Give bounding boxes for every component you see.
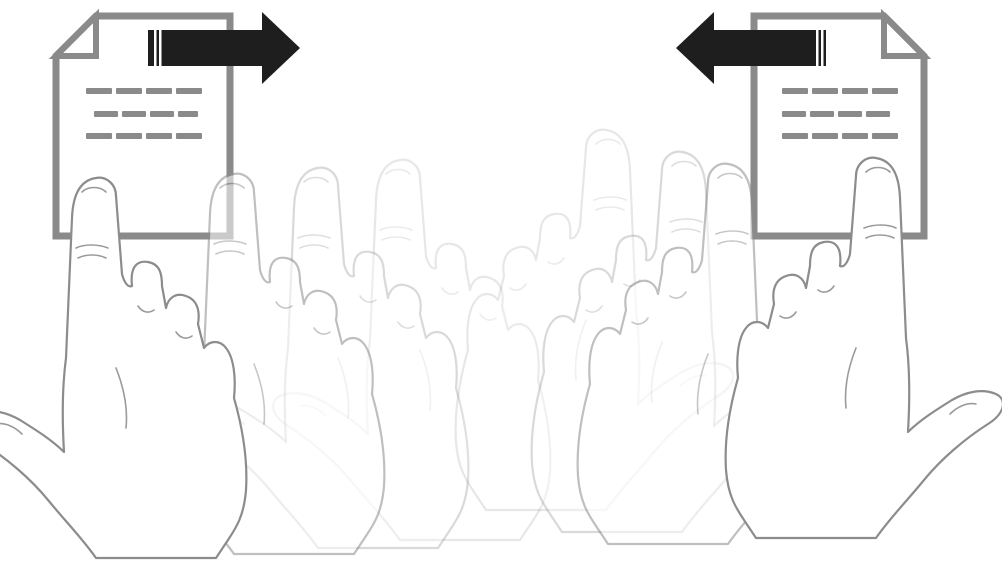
right-panel	[456, 12, 1002, 544]
